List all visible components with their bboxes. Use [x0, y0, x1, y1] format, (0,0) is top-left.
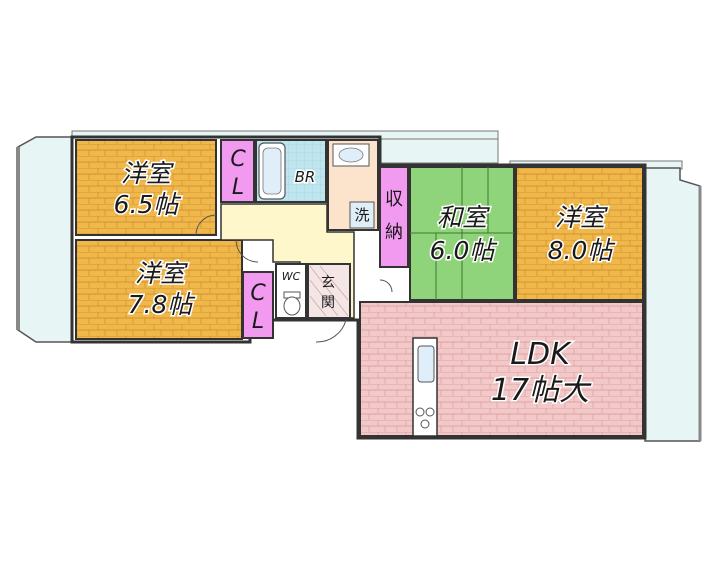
label-closet-1-line1: C [230, 147, 246, 172]
label-entrance-line1: 玄 [321, 274, 335, 291]
svg-text:和室: 和室 [437, 203, 490, 232]
svg-text:洋室: 洋室 [555, 203, 608, 232]
label-entrance: 玄 関 [321, 274, 335, 311]
storage [379, 166, 409, 268]
label-closet-2: C L [250, 281, 266, 334]
label-western-room-3: 洋室 8.0帖 [546, 202, 617, 267]
label-closet-2-line1: C [250, 281, 266, 306]
closet-2 [242, 271, 274, 339]
label-storage-line2: 納 [385, 222, 403, 243]
washbasin-icon [332, 143, 370, 167]
stove-icon [415, 407, 435, 429]
ldk-room [359, 301, 644, 437]
western-room-3 [515, 166, 644, 301]
label-western-room-2: 洋室 7.8帖 [126, 258, 197, 321]
svg-text:17帖大: 17帖大 [491, 373, 592, 408]
svg-text:WC: WC [282, 270, 301, 283]
label-closet-2-line2: L [252, 309, 264, 334]
toilet-icon [283, 291, 301, 316]
closet-1 [220, 139, 255, 203]
label-closet-1: C L [230, 147, 246, 200]
svg-text:7.8帖: 7.8帖 [128, 290, 196, 319]
label-bathroom: BR [293, 167, 317, 188]
label-storage-line1: 収 [385, 189, 403, 210]
label-storage: 収 納 [385, 189, 403, 243]
svg-text:8.0帖: 8.0帖 [548, 236, 616, 265]
sink-icon [417, 345, 435, 383]
svg-text:6.0帖: 6.0帖 [430, 236, 498, 265]
right-balcony [644, 167, 702, 442]
western-room-1 [75, 139, 217, 236]
svg-text:洋室: 洋室 [121, 159, 174, 188]
label-entrance-line2: 関 [321, 295, 335, 311]
western-room-2 [75, 239, 243, 340]
entrance [307, 263, 351, 319]
svg-text:6.5帖: 6.5帖 [114, 190, 182, 219]
label-japanese-room: 和室 6.0帖 [428, 202, 499, 267]
label-western-room-1: 洋室 6.5帖 [112, 158, 183, 221]
bathtub-icon [258, 142, 286, 200]
svg-text:洋室: 洋室 [135, 259, 188, 288]
svg-text:BR: BR [295, 168, 316, 186]
left-balcony [16, 136, 73, 343]
svg-text:洗: 洗 [354, 206, 369, 224]
label-ldk-room: LDK 17帖大 [489, 336, 593, 410]
svg-text:LDK: LDK [510, 337, 572, 372]
label-toilet: WC [282, 270, 301, 283]
label-closet-1-line2: L [232, 175, 244, 200]
japanese-room [409, 166, 515, 301]
label-washroom: 洗 [354, 206, 369, 224]
door-swings [195, 214, 393, 343]
